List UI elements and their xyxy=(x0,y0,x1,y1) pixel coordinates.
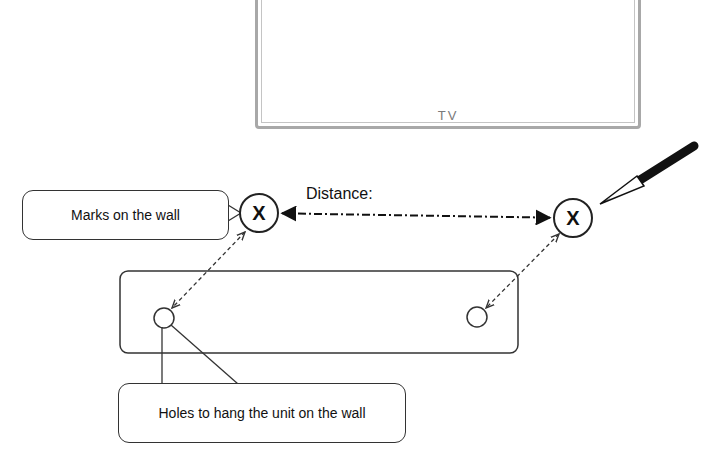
alignment-arrow xyxy=(172,232,245,308)
wall-mark: X xyxy=(553,198,593,238)
callout-box: Holes to hang the unit on the wall xyxy=(118,383,406,443)
hang-hole xyxy=(467,307,487,327)
mark-symbol: X xyxy=(566,207,579,230)
distance-arrow xyxy=(282,213,550,217)
callout-text: Marks on the wall xyxy=(71,207,180,223)
wall-mark: X xyxy=(239,193,279,233)
callout-tail xyxy=(171,325,238,384)
pencil xyxy=(600,146,694,204)
tv-label: TV xyxy=(258,108,638,123)
edge-label: Distance: xyxy=(304,185,375,203)
alignment-arrow xyxy=(486,234,559,308)
mark-symbol: X xyxy=(252,202,265,225)
wall-plate xyxy=(120,271,518,353)
callout-tail xyxy=(161,327,162,384)
tv-frame: TV xyxy=(255,0,641,129)
callout-text: Holes to hang the unit on the wall xyxy=(158,405,365,421)
callout-box: Marks on the wall xyxy=(22,190,229,240)
